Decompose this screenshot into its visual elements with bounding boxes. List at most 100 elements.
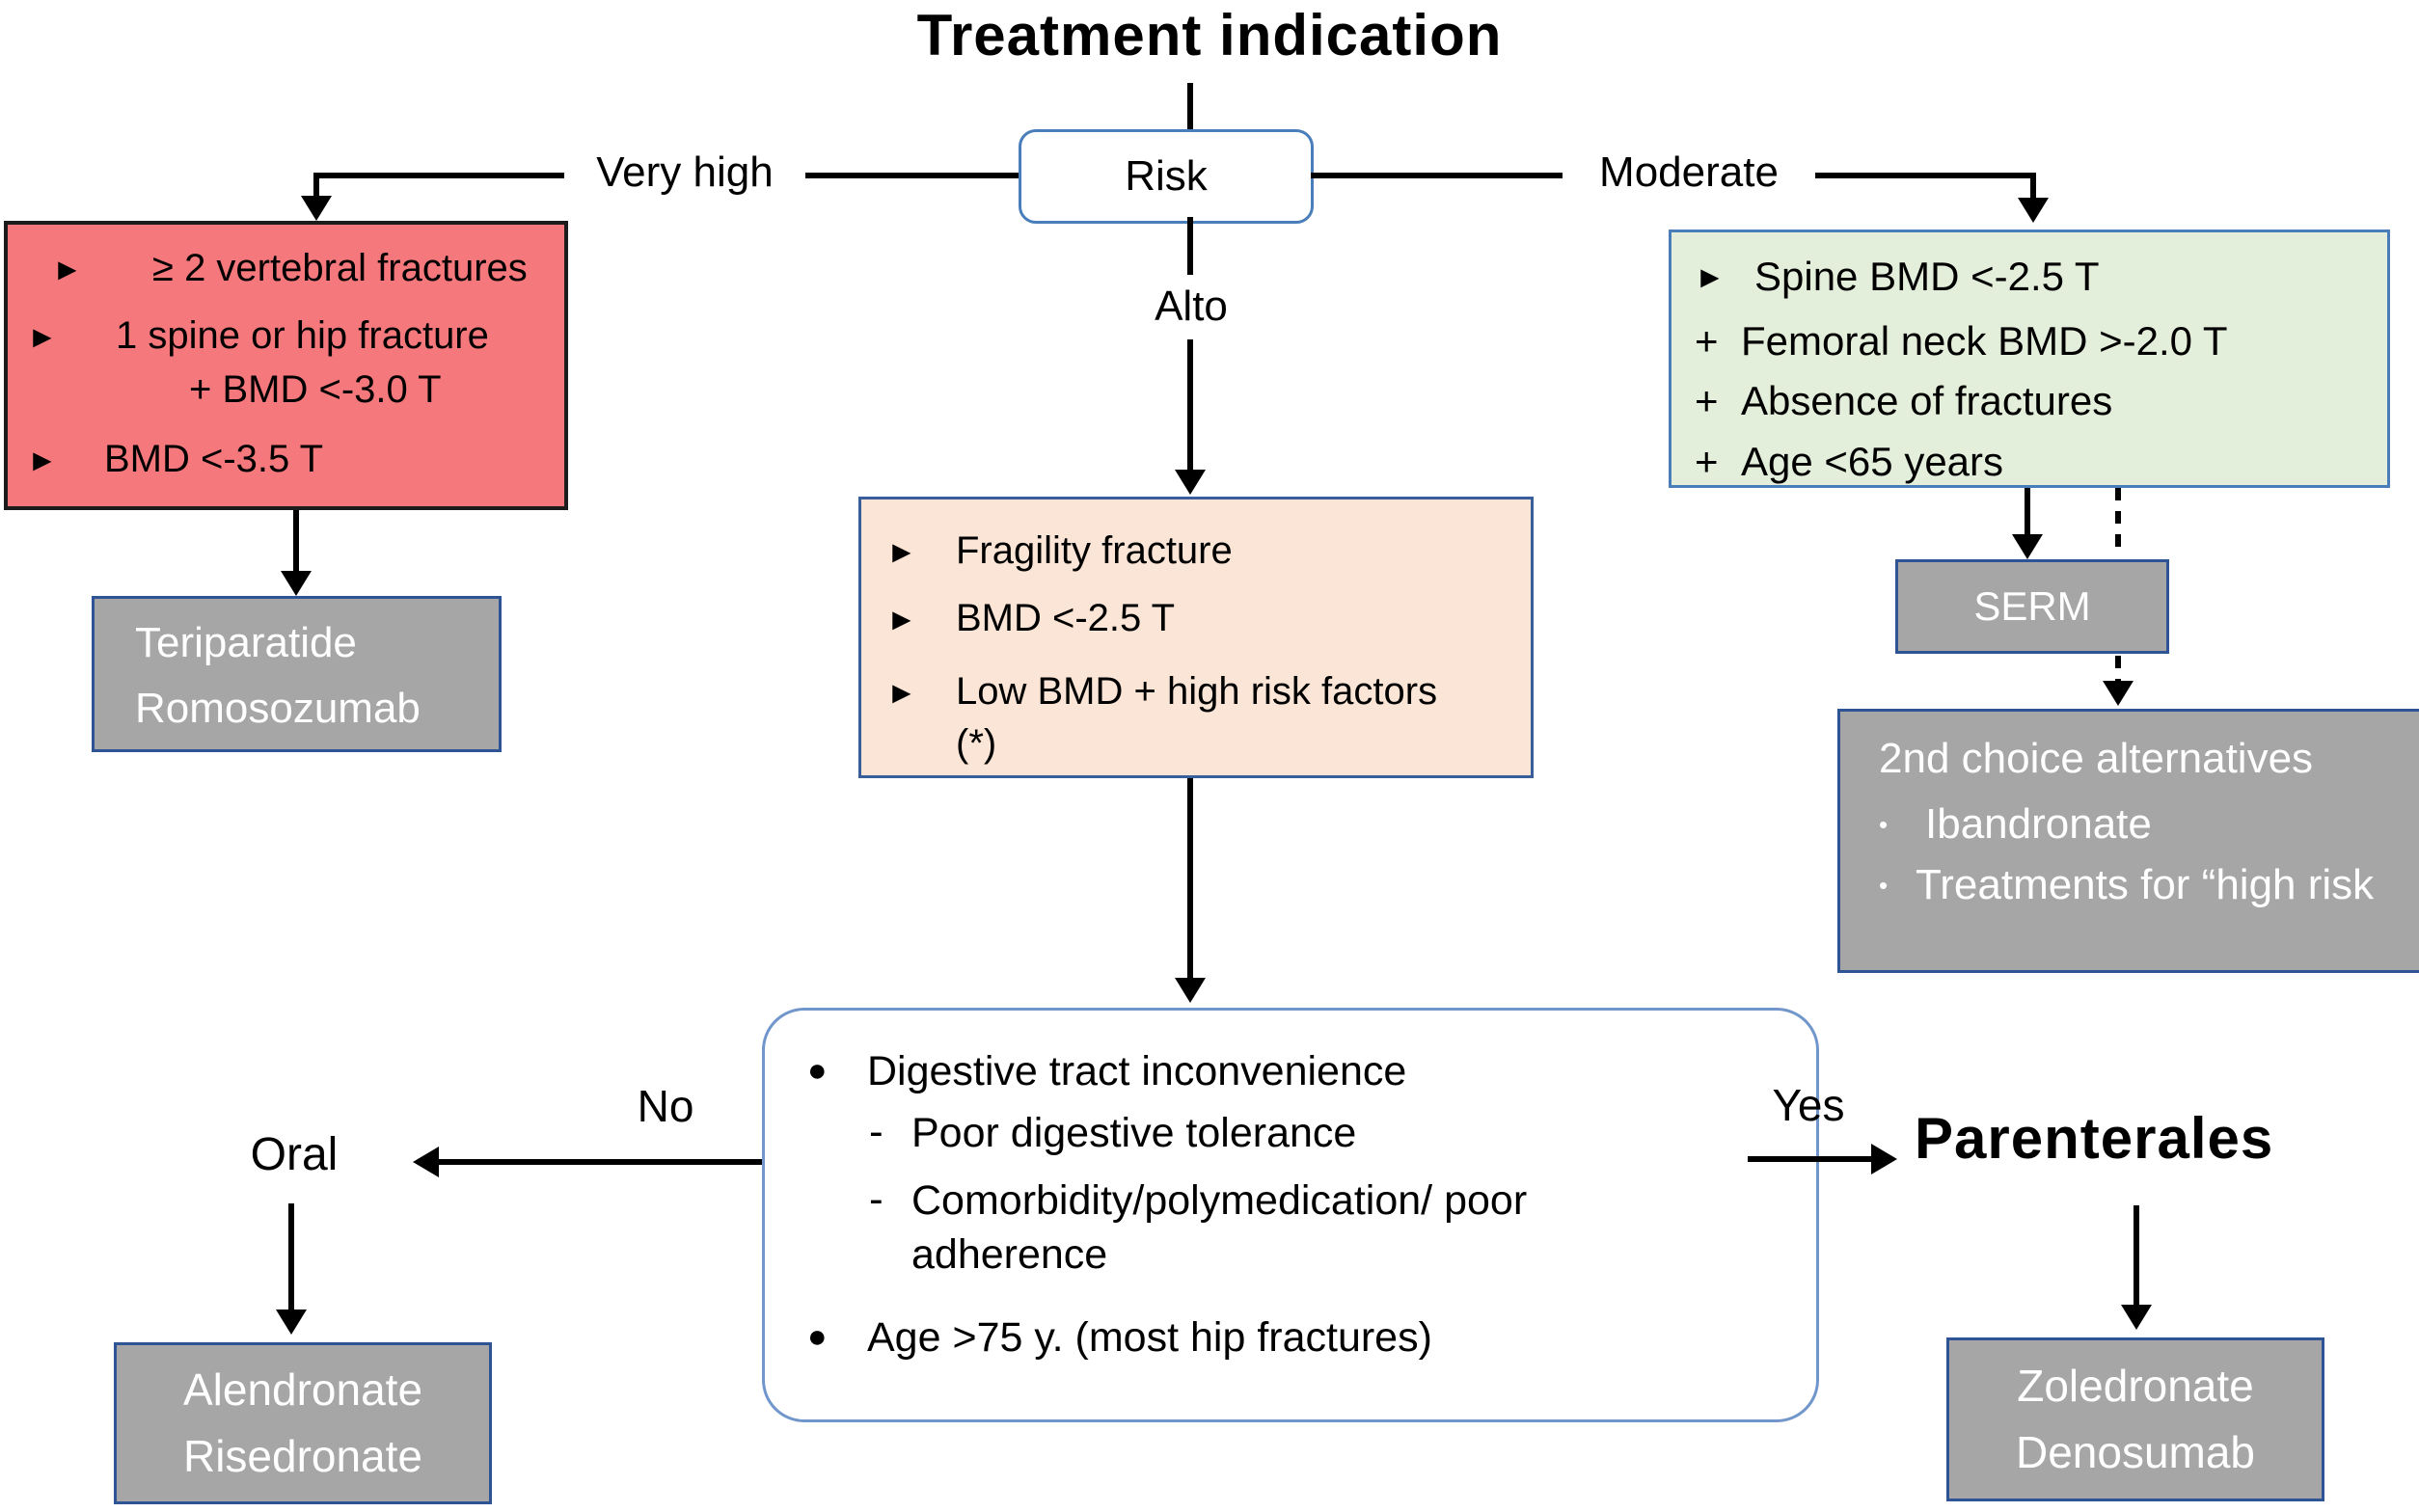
- list-item: • Ibandronate: [1879, 796, 2419, 851]
- arrowhead-toward-oral: [413, 1147, 439, 1177]
- parenteral-drugs-box: Zoledronate Denosumab: [1946, 1337, 2324, 1501]
- list-item-text: Treatments for “high risk: [1916, 861, 2375, 909]
- plus-marker: +: [1695, 378, 1719, 424]
- drug-name: Alendronate: [182, 1364, 423, 1415]
- triangle-bullet-icon: ►: [52, 252, 83, 286]
- yes-label: Yes: [1736, 1078, 1881, 1132]
- list-item-text: + BMD <-3.0 T: [189, 368, 442, 411]
- dot-bullet-icon: ●: [807, 1052, 828, 1089]
- connector-title-risk: [1187, 83, 1193, 129]
- list-item: ► 1 spine or hip fracture: [27, 310, 545, 362]
- oral-label-text: Oral: [250, 1129, 339, 1180]
- teriparatide-box: Teriparatide Romosozumab: [92, 596, 502, 752]
- moderate-label: Moderate: [1563, 141, 1815, 204]
- alto-label: Alto: [1109, 278, 1273, 336]
- drug-name: Denosumab: [2015, 1427, 2256, 1477]
- list-item-text: Fragility fracture: [956, 529, 1233, 572]
- moderate-criteria-box: ► Spine BMD <-2.5 T + Femoral neck BMD >…: [1669, 230, 2390, 488]
- list-item-text: 1 spine or hip fracture: [116, 314, 489, 357]
- list-item-text: Poor digestive tolerance: [911, 1109, 1357, 1156]
- connector-moderate-down: [2030, 173, 2036, 200]
- list-item: ► Low BMD + high risk factors (*): [886, 665, 1506, 770]
- arrowhead-into-serm: [2012, 534, 2043, 559]
- second-choice-title: 2nd choice alternatives: [1879, 735, 2314, 782]
- list-item-text: ≥ 2 vertebral fractures: [152, 247, 528, 289]
- triangle-bullet-icon: ►: [886, 534, 917, 569]
- list-item-text: Spine BMD <-2.5 T: [1754, 254, 2100, 299]
- drug-name: Zoledronate: [2017, 1361, 2254, 1411]
- connector-yes: [1748, 1156, 1873, 1162]
- triangle-bullet-icon: ►: [886, 602, 917, 636]
- list-item-text: Ibandronate: [1925, 800, 2152, 848]
- arrowhead-into-oral-box: [276, 1310, 307, 1335]
- oral-drugs-box: Alendronate Risedronate: [114, 1342, 492, 1504]
- list-item-text: Age <65 years: [1741, 439, 2004, 485]
- arrowhead-into-teriparatide: [281, 571, 312, 596]
- oral-label: Oral: [203, 1128, 386, 1181]
- dot-bullet-icon: ●: [807, 1317, 828, 1355]
- list-item-text: BMD <-2.5 T: [956, 597, 1176, 639]
- list-item: + Absence of fractures: [1695, 374, 2364, 429]
- parenterales-label: Parenterales: [1915, 1105, 2273, 1172]
- connector-very-high-down: [313, 173, 319, 200]
- high-criteria-box: ► Fragility fracture ► BMD <-2.5 T ► Low…: [858, 497, 1534, 778]
- list-item: ► ≥ 2 vertebral fractures: [27, 242, 545, 294]
- second-choice-box: 2nd choice alternatives • Ibandronate • …: [1837, 709, 2419, 973]
- arrowhead-toward-parenterales: [1871, 1144, 1897, 1174]
- dot-bullet-icon: •: [1879, 810, 1889, 839]
- triangle-bullet-icon: ►: [27, 443, 58, 477]
- arrowhead-into-orange-box: [1175, 470, 1206, 495]
- connector-oral-down: [288, 1203, 294, 1311]
- arrowhead-into-parenteral-box: [2121, 1305, 2152, 1330]
- drug-name: Teriparatide: [135, 619, 357, 666]
- list-item-text: Low BMD + high risk factors (*): [956, 670, 1438, 765]
- drug-name: Romosozumab: [135, 685, 421, 733]
- triangle-bullet-icon: ►: [1695, 259, 1726, 294]
- triangle-bullet-icon: ►: [886, 675, 917, 710]
- alto-label-text: Alto: [1155, 283, 1228, 330]
- list-item-text: BMD <-3.5 T: [104, 438, 324, 480]
- serm-box: SERM: [1895, 559, 2169, 654]
- list-item: - Comorbidity/polymedication/ poor adher…: [869, 1174, 1793, 1282]
- list-item-text: Femoral neck BMD >-2.0 T: [1741, 317, 2228, 364]
- list-item-text: Comorbidity/polymedication/ poor adheren…: [911, 1176, 1528, 1278]
- drug-name: Risedronate: [182, 1431, 423, 1481]
- connector-alto-orange: [1187, 339, 1193, 472]
- list-item: + Age <65 years: [1695, 435, 2364, 490]
- page-title: Treatment indication: [916, 3, 1503, 68]
- very-high-label: Very high: [564, 141, 805, 204]
- list-item: ● Digestive tract inconvenience: [807, 1045, 1793, 1099]
- no-label: No: [588, 1078, 743, 1134]
- arrowhead-into-red-box: [301, 196, 332, 221]
- list-item-text: Age >75 y. (most hip fractures): [867, 1313, 1432, 1361]
- very-high-label-text: Very high: [596, 148, 774, 196]
- connector-parenterales-down: [2134, 1205, 2139, 1307]
- drug-name: SERM: [1973, 583, 2091, 629]
- dot-bullet-icon: •: [1879, 871, 1889, 901]
- very-high-criteria-box: ► ≥ 2 vertebral fractures ► 1 spine or h…: [4, 221, 568, 510]
- list-item: ● Age >75 y. (most hip fractures): [807, 1311, 1793, 1365]
- risk-node: Risk: [1019, 129, 1314, 224]
- dotted-connector-lower: [2115, 656, 2121, 683]
- list-item: ► Fragility fracture: [886, 525, 1506, 577]
- list-item: ► Spine BMD <-2.5 T: [1695, 250, 2364, 305]
- list-item: ► BMD <-2.5 T: [886, 592, 1506, 644]
- dash-marker: -: [869, 1107, 883, 1155]
- connector-risk-alto: [1187, 217, 1193, 275]
- connector-no: [439, 1159, 762, 1165]
- connector-green-serm: [2025, 488, 2030, 538]
- moderate-label-text: Moderate: [1599, 148, 1779, 196]
- dotted-connector-upper: [2115, 488, 2121, 557]
- yes-label-text: Yes: [1772, 1080, 1845, 1130]
- decision-box: ● Digestive tract inconvenience - Poor d…: [762, 1008, 1819, 1422]
- triangle-bullet-icon: ►: [27, 319, 58, 354]
- list-item-text: Digestive tract inconvenience: [867, 1048, 1407, 1094]
- connector-orange-decision: [1187, 778, 1193, 981]
- list-item: + BMD <-3.0 T: [27, 364, 545, 416]
- dash-marker: -: [869, 1174, 883, 1223]
- no-label-text: No: [637, 1081, 694, 1131]
- plus-marker: +: [1695, 439, 1719, 485]
- list-item-text: Absence of fractures: [1741, 378, 2113, 424]
- plus-marker: +: [1695, 317, 1719, 364]
